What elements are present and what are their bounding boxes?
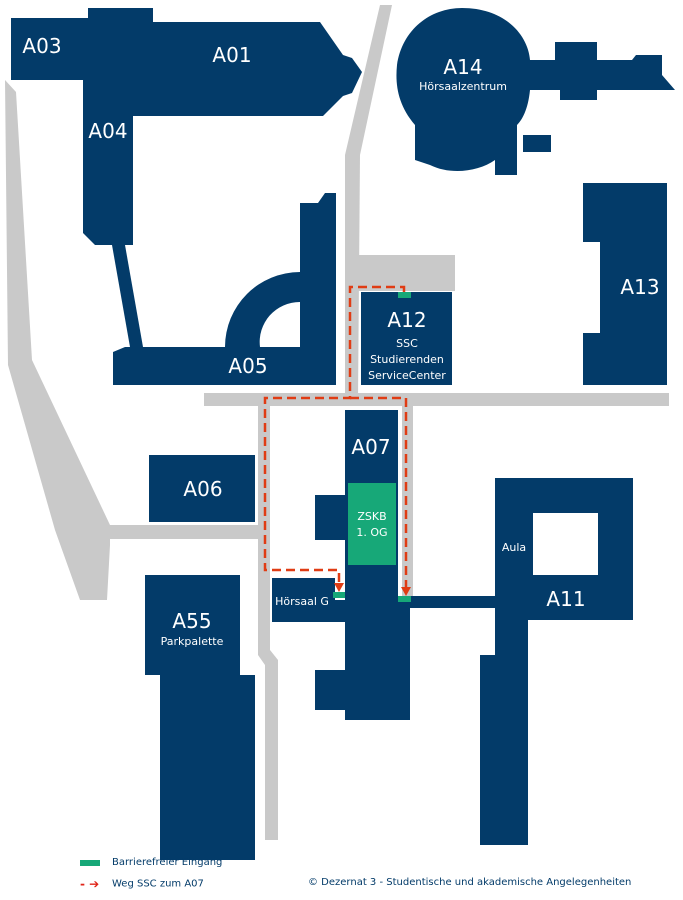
- label-a55: A55: [172, 609, 211, 633]
- corridor-a07-a11: [410, 596, 498, 608]
- building-a11[interactable]: [480, 478, 633, 845]
- building-hoersaal-g[interactable]: [272, 578, 335, 622]
- roads: [5, 5, 669, 840]
- road-a06: [105, 525, 265, 539]
- copyright: © Dezernat 3 - Studentische und akademis…: [308, 877, 632, 888]
- label-a07: A07: [351, 435, 390, 459]
- label-hoersaal-g: Hörsaal G: [275, 595, 329, 608]
- labels: A03 A01 A04 A14 Hörsaalzentrum A13 A12 S…: [22, 34, 659, 648]
- building-a04-link: [112, 245, 143, 347]
- label-a03: A03: [22, 34, 61, 58]
- road-north: [345, 5, 392, 400]
- entrance-hoersaal-g: [333, 592, 345, 598]
- legend-entrance: Barrierefreier Eingang: [80, 857, 222, 869]
- building-a14[interactable]: [396, 8, 675, 175]
- building-a55[interactable]: [145, 575, 255, 860]
- road-a07-east: [402, 400, 413, 600]
- dashed-arrow-icon: - ➔: [80, 877, 100, 891]
- building-a05[interactable]: [113, 193, 336, 385]
- building-a06[interactable]: [149, 455, 255, 522]
- label-a13: A13: [620, 275, 659, 299]
- building-a01-a03[interactable]: [11, 8, 362, 245]
- label-aula: Aula: [502, 541, 526, 554]
- road-west: [5, 80, 110, 600]
- plaza-a12: [345, 255, 455, 291]
- label-a12-sub3: ServiceCenter: [368, 369, 446, 382]
- buildings: [11, 8, 675, 860]
- label-zskb-floor: 1. OG: [356, 526, 387, 539]
- label-a12-sub1: SSC: [396, 337, 418, 350]
- label-a01: A01: [212, 43, 251, 67]
- label-a55-sub: Parkpalette: [161, 635, 224, 648]
- arrow-icon: [334, 583, 344, 592]
- building-a14-annex: [523, 135, 551, 152]
- road-main: [204, 393, 669, 406]
- legend-entrance-label: Barrierefreier Eingang: [112, 857, 223, 868]
- label-a12-sub2: Studierenden: [370, 353, 444, 366]
- entrance-a07-east: [398, 596, 411, 602]
- label-a04: A04: [88, 119, 127, 143]
- arrow-icon: [401, 587, 411, 596]
- road-south: [258, 393, 278, 840]
- label-a14: A14: [443, 55, 482, 79]
- label-a06: A06: [183, 477, 222, 501]
- label-zskb: ZSKB: [357, 510, 386, 523]
- entrance-swatch-icon: [80, 859, 100, 866]
- legend-route: - ➔ Weg SSC zum A07: [80, 877, 204, 891]
- label-a11: A11: [546, 587, 585, 611]
- zskb-area[interactable]: [348, 483, 396, 565]
- legend-route-label: Weg SSC zum A07: [112, 878, 204, 890]
- building-a12[interactable]: [361, 292, 452, 385]
- route-ssc-a07: [263, 285, 411, 596]
- label-a05: A05: [228, 354, 267, 378]
- building-a13[interactable]: [583, 183, 667, 385]
- label-a12: A12: [387, 308, 426, 332]
- entrance-a12: [398, 292, 411, 298]
- label-a14-sub: Hörsaalzentrum: [419, 80, 507, 93]
